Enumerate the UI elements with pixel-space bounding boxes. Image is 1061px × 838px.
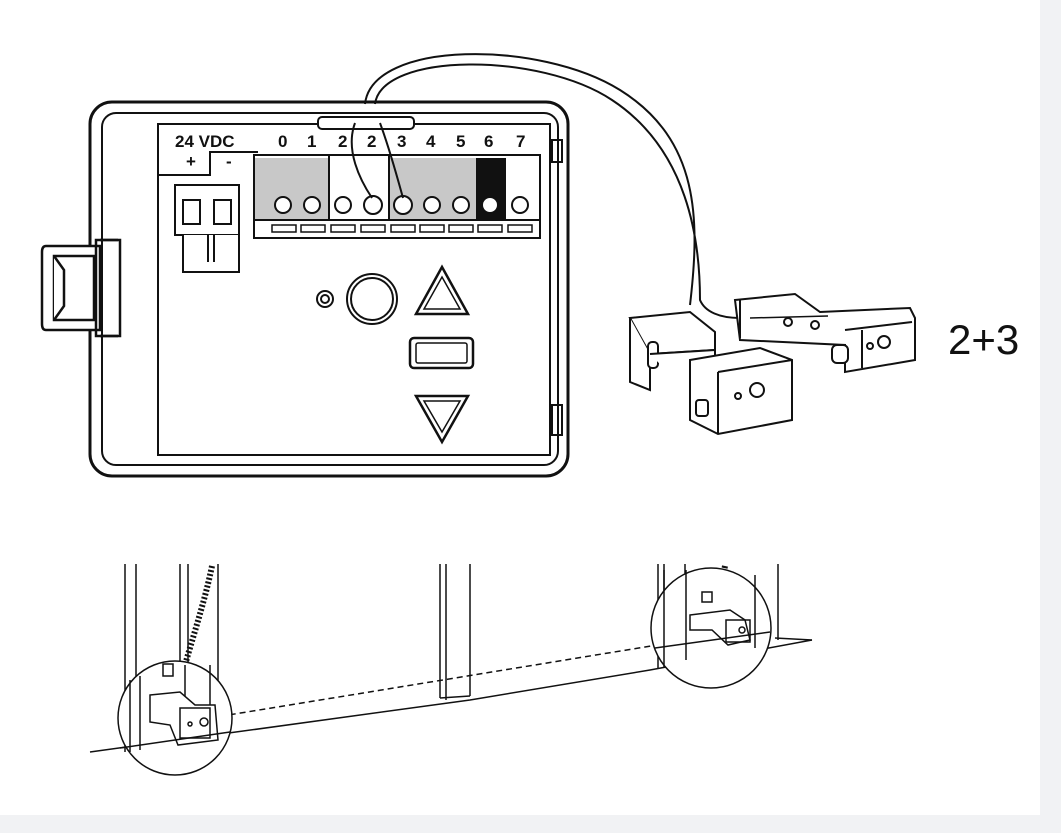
terminal-label-2b: 2 bbox=[367, 132, 376, 151]
page-edge-bottom bbox=[0, 815, 1061, 833]
led-indicator bbox=[316, 290, 334, 308]
polarity-minus: - bbox=[226, 152, 232, 171]
stop-icon bbox=[408, 336, 475, 370]
terminal-label-7: 7 bbox=[516, 132, 525, 151]
polarity-plus: + bbox=[186, 152, 196, 171]
terminal-label-2a: 2 bbox=[338, 132, 347, 151]
sensor-cable bbox=[350, 53, 741, 319]
terminal-label-3: 3 bbox=[397, 132, 406, 151]
terminal-numbers: 0 1 2 2 3 4 5 6 7 bbox=[278, 132, 525, 151]
terminal-strip bbox=[253, 154, 541, 239]
terminal-block-icon bbox=[174, 184, 240, 273]
terminal-label-4: 4 bbox=[426, 132, 436, 151]
round-button bbox=[346, 273, 398, 325]
page-edge-right bbox=[1040, 0, 1061, 833]
terminal-label-5: 5 bbox=[456, 132, 465, 151]
arrow-down-icon bbox=[413, 394, 471, 445]
terminal-label-0: 0 bbox=[278, 132, 287, 151]
right-slots bbox=[551, 139, 563, 436]
terminal-label-6: 6 bbox=[484, 132, 493, 151]
arrow-up-icon bbox=[413, 264, 471, 316]
installation-scene bbox=[89, 564, 813, 776]
power-labels: 24 VDC + - bbox=[175, 132, 235, 171]
side-clip bbox=[40, 238, 122, 338]
power-label: 24 VDC bbox=[175, 132, 235, 151]
photo-sensor-icon bbox=[628, 292, 916, 436]
sensor-label: 2+3 bbox=[948, 316, 1019, 363]
terminal-label-1: 1 bbox=[307, 132, 316, 151]
